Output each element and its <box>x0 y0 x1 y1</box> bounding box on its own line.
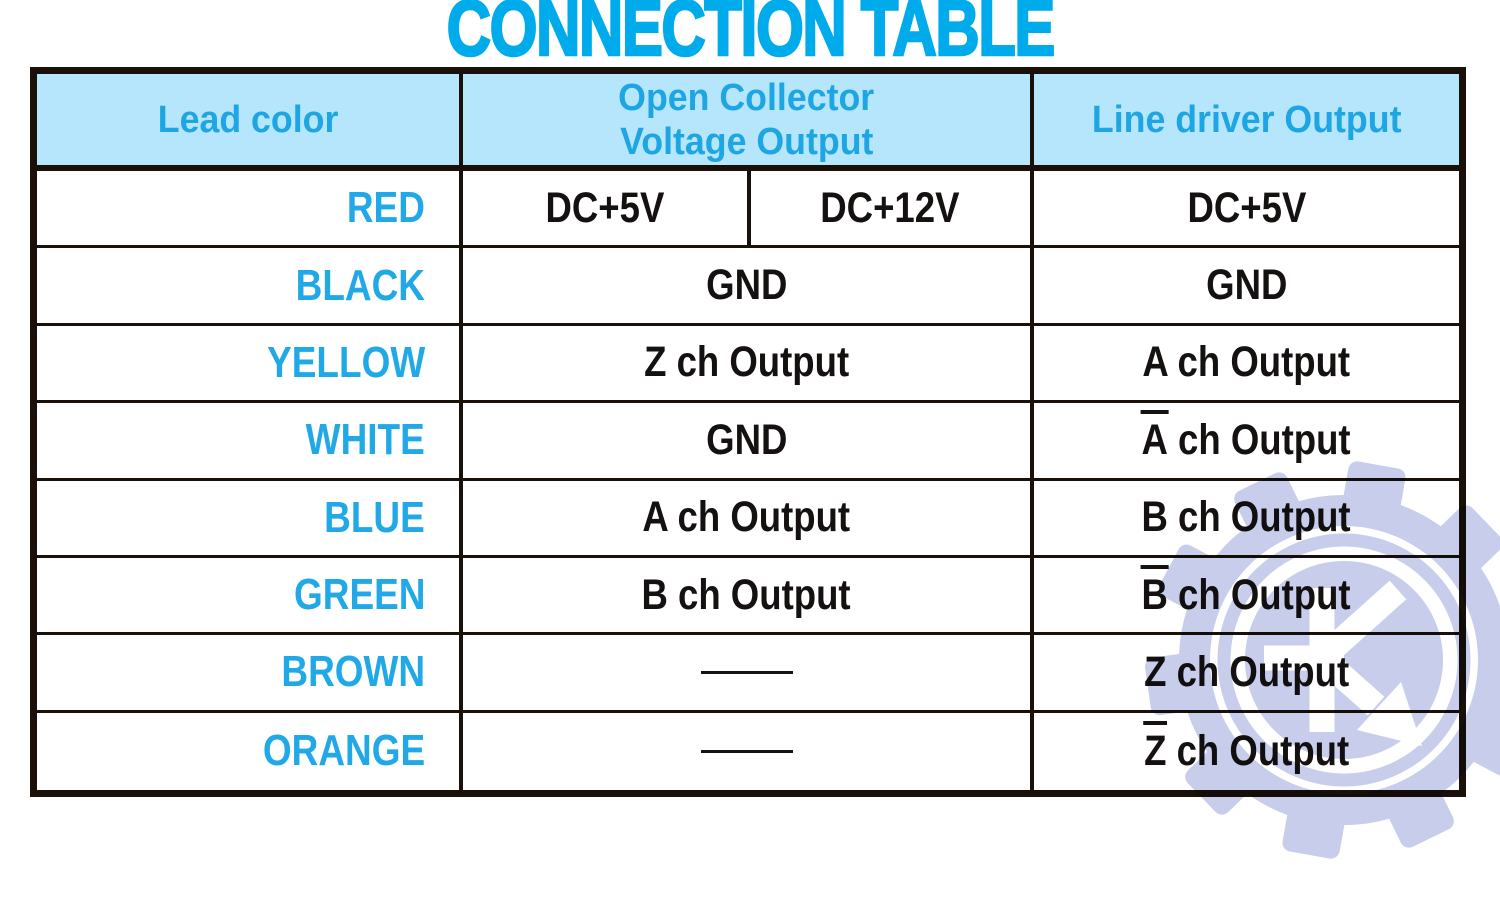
lead-color-label: ORANGE <box>262 726 425 776</box>
page-title-text: CONNECTION TABLE <box>445 0 1056 72</box>
open-collector-cell: B ch Output <box>463 557 1034 636</box>
cell-value: DC+5V <box>545 183 665 232</box>
overline-letter: Z <box>1143 720 1168 775</box>
lead-color-label: BLUE <box>324 492 425 542</box>
line-driver-cell: Z ch Output <box>1034 635 1459 713</box>
line-driver-cell: Z ch Output <box>1034 712 1459 790</box>
lead-color-cell: YELLOW <box>37 325 463 404</box>
page-title: CONNECTION TABLE <box>0 0 1500 72</box>
open-collector-cell: Z ch Output <box>463 325 1034 404</box>
lead-color-cell: BROWN <box>37 635 463 713</box>
overline-letter: B <box>1141 564 1170 619</box>
cell-value: A ch Output <box>1142 338 1351 387</box>
open-collector-cell: GND <box>463 403 1034 481</box>
cell-value: B ch Output <box>1141 493 1352 542</box>
dash-placeholder <box>700 670 793 674</box>
cell-value: Z ch Output <box>1143 720 1350 775</box>
lead-color-label: BLACK <box>295 260 425 310</box>
header-line-driver: Line driver Output <box>1034 74 1459 171</box>
header-lead-color-label: Lead color <box>157 98 339 141</box>
cell-value: B ch Output <box>641 570 852 619</box>
lead-color-label: GREEN <box>293 570 425 620</box>
cell-value: DC+5V <box>1187 183 1306 232</box>
cell-value: Z ch Output <box>1143 647 1350 696</box>
lead-color-label: RED <box>346 183 425 233</box>
lead-color-cell: WHITE <box>37 403 463 481</box>
lead-color-cell: BLUE <box>37 480 463 558</box>
overline-letter: A <box>1141 409 1170 464</box>
header-open-collector: Open Collector Voltage Output <box>463 74 1034 171</box>
lead-color-label: WHITE <box>305 415 425 465</box>
split-cell-half: DC+12V <box>746 171 1031 246</box>
cell-value: GND <box>705 261 788 310</box>
lead-color-cell: ORANGE <box>37 712 463 790</box>
lead-color-cell: GREEN <box>37 557 463 636</box>
lead-color-cell: RED <box>37 171 463 249</box>
open-collector-cell: DC+5V DC+12V <box>463 171 1034 249</box>
cell-value: Z ch Output <box>643 338 850 387</box>
open-collector-cell <box>463 712 1034 790</box>
line-driver-cell: A ch Output <box>1034 403 1459 481</box>
cell-value: A ch Output <box>642 493 851 542</box>
header-open-collector-line2: Voltage Output <box>619 120 874 163</box>
header-open-collector-line1: Open Collector <box>618 76 875 119</box>
open-collector-cell <box>463 635 1034 713</box>
cell-value: A ch Output <box>1141 409 1352 464</box>
open-collector-cell: GND <box>463 248 1034 326</box>
split-cell: DC+5V DC+12V <box>463 171 1031 246</box>
lead-color-label: YELLOW <box>266 337 425 387</box>
connection-table: Lead color Open Collector Voltage Output… <box>30 67 1466 797</box>
cell-value: GND <box>705 415 788 464</box>
header-line-driver-label: Line driver Output <box>1091 98 1402 141</box>
open-collector-cell: A ch Output <box>463 480 1034 558</box>
lead-color-label: BROWN <box>281 647 425 697</box>
cell-value: B ch Output <box>1141 564 1352 619</box>
line-driver-cell: GND <box>1034 248 1459 326</box>
line-driver-cell: A ch Output <box>1034 325 1459 404</box>
line-driver-cell: DC+5V <box>1034 171 1459 249</box>
lead-color-cell: BLACK <box>37 248 463 326</box>
line-driver-cell: B ch Output <box>1034 557 1459 636</box>
split-cell-half: DC+5V <box>463 171 747 245</box>
dash-placeholder <box>700 749 793 753</box>
cell-value: GND <box>1205 261 1288 310</box>
line-driver-cell: B ch Output <box>1034 480 1459 558</box>
cell-value: DC+12V <box>820 183 960 232</box>
header-lead-color: Lead color <box>37 74 463 171</box>
